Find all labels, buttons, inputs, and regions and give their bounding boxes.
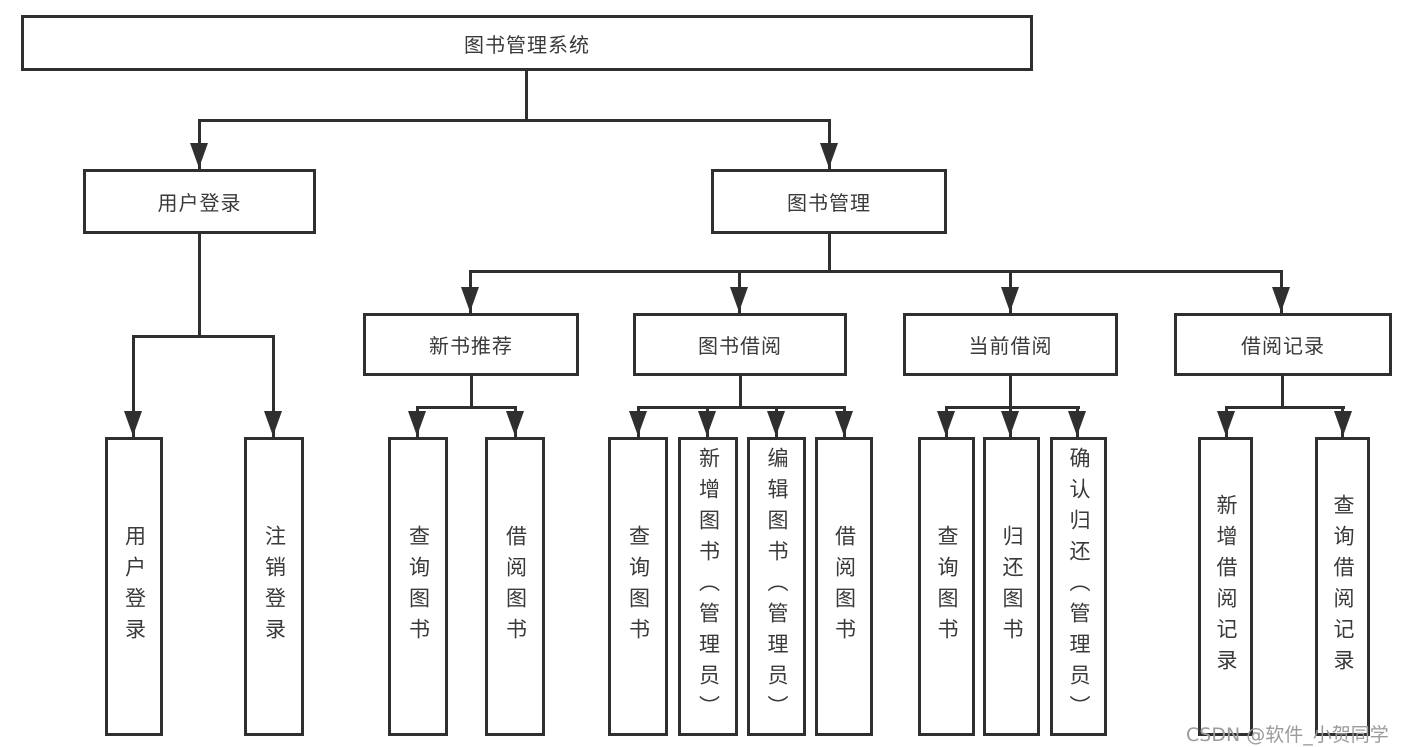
node-book-management: 图书管理 — [711, 169, 947, 234]
connector-line — [1009, 376, 1012, 409]
node-current-borrowing: 当前借阅 — [903, 313, 1118, 376]
arrow-down-icon — [461, 287, 479, 312]
arrow-down-icon — [730, 287, 748, 312]
connector-line — [469, 270, 1283, 273]
leaf-logout: 注销登录 — [244, 437, 304, 736]
leaf-query-books-current-label: 查询图书 — [935, 524, 959, 649]
leaf-user-login: 用户登录 — [105, 437, 163, 736]
leaf-add-borrow-record: 新增借阅记录 — [1198, 437, 1253, 736]
connector-line — [198, 234, 201, 337]
connector-line — [739, 376, 742, 409]
connector-line — [1281, 376, 1284, 409]
connector-line — [132, 335, 275, 338]
node-user-login-label: 用户登录 — [157, 191, 242, 215]
leaf-query-books-recommend-label: 查询图书 — [406, 524, 431, 649]
node-book-management-label: 图书管理 — [787, 191, 871, 215]
leaf-add-borrow-record-label: 新增借阅记录 — [1214, 493, 1238, 680]
connector-line — [470, 376, 473, 409]
arrow-down-icon — [190, 143, 208, 168]
node-root: 图书管理系统 — [21, 15, 1033, 71]
csdn-watermark: CSDN @软件_小贺同学 — [1186, 724, 1389, 746]
connector-line — [132, 335, 135, 437]
node-book-borrowing-label: 图书借阅 — [698, 334, 782, 358]
leaf-borrow-books-recommend-label: 借阅图书 — [503, 524, 528, 649]
arrow-down-icon — [124, 411, 142, 436]
leaf-edit-books-admin-label: 编辑图书（管理员） — [765, 447, 789, 726]
arrow-down-icon — [1001, 411, 1019, 436]
leaf-return-books-label: 归还图书 — [1000, 524, 1024, 649]
connector-line — [945, 406, 1080, 409]
leaf-query-books-borrowing-label: 查询图书 — [626, 524, 651, 649]
arrow-down-icon — [629, 411, 647, 436]
arrow-down-icon — [264, 411, 282, 436]
leaf-query-books-borrowing: 查询图书 — [608, 437, 668, 736]
arrow-down-icon — [1068, 411, 1086, 436]
leaf-borrow-books-recommend: 借阅图书 — [485, 437, 545, 736]
node-new-book-recommend: 新书推荐 — [363, 313, 579, 376]
arrow-down-icon — [937, 411, 955, 436]
leaf-confirm-return-admin: 确认归还（管理员） — [1050, 437, 1107, 736]
leaf-add-books-admin-label: 新增图书（管理员） — [696, 447, 721, 726]
arrow-down-icon — [1001, 287, 1019, 312]
leaf-borrow-books-borrowing-label: 借阅图书 — [832, 524, 857, 649]
leaf-query-books-recommend: 查询图书 — [388, 437, 448, 736]
arrow-down-icon — [698, 411, 716, 436]
leaf-query-books-current: 查询图书 — [918, 437, 975, 736]
connector-line — [1225, 406, 1345, 409]
leaf-query-borrow-record-label: 查询借阅记录 — [1331, 493, 1355, 680]
leaf-logout-label: 注销登录 — [262, 524, 287, 649]
leaf-borrow-books-borrowing: 借阅图书 — [815, 437, 873, 736]
arrow-down-icon — [506, 411, 524, 436]
node-user-login: 用户登录 — [83, 169, 316, 234]
leaf-confirm-return-admin-label: 确认归还（管理员） — [1067, 447, 1091, 726]
connector-line — [828, 234, 831, 273]
arrow-down-icon — [820, 143, 838, 168]
leaf-add-books-admin: 新增图书（管理员） — [678, 437, 738, 736]
arrow-down-icon — [835, 411, 853, 436]
node-borrowing-records: 借阅记录 — [1174, 313, 1392, 376]
arrow-down-icon — [1272, 287, 1290, 312]
connector-line — [525, 71, 528, 121]
connector-line — [416, 406, 517, 409]
arrow-down-icon — [767, 411, 785, 436]
arrow-down-icon — [1334, 411, 1352, 436]
connector-line — [272, 335, 275, 437]
node-book-borrowing: 图书借阅 — [633, 313, 847, 376]
node-current-borrowing-label: 当前借阅 — [968, 334, 1053, 358]
connector-line — [198, 119, 831, 122]
node-borrowing-records-label: 借阅记录 — [1241, 334, 1325, 358]
node-new-book-recommend-label: 新书推荐 — [429, 334, 513, 358]
arrow-down-icon — [408, 411, 426, 436]
leaf-query-borrow-record: 查询借阅记录 — [1315, 437, 1370, 736]
leaf-return-books: 归还图书 — [983, 437, 1040, 736]
arrow-down-icon — [1217, 411, 1235, 436]
node-root-label: 图书管理系统 — [464, 32, 590, 57]
connector-line — [637, 406, 846, 409]
leaf-user-login-label: 用户登录 — [122, 524, 147, 649]
leaf-edit-books-admin: 编辑图书（管理员） — [747, 437, 806, 736]
